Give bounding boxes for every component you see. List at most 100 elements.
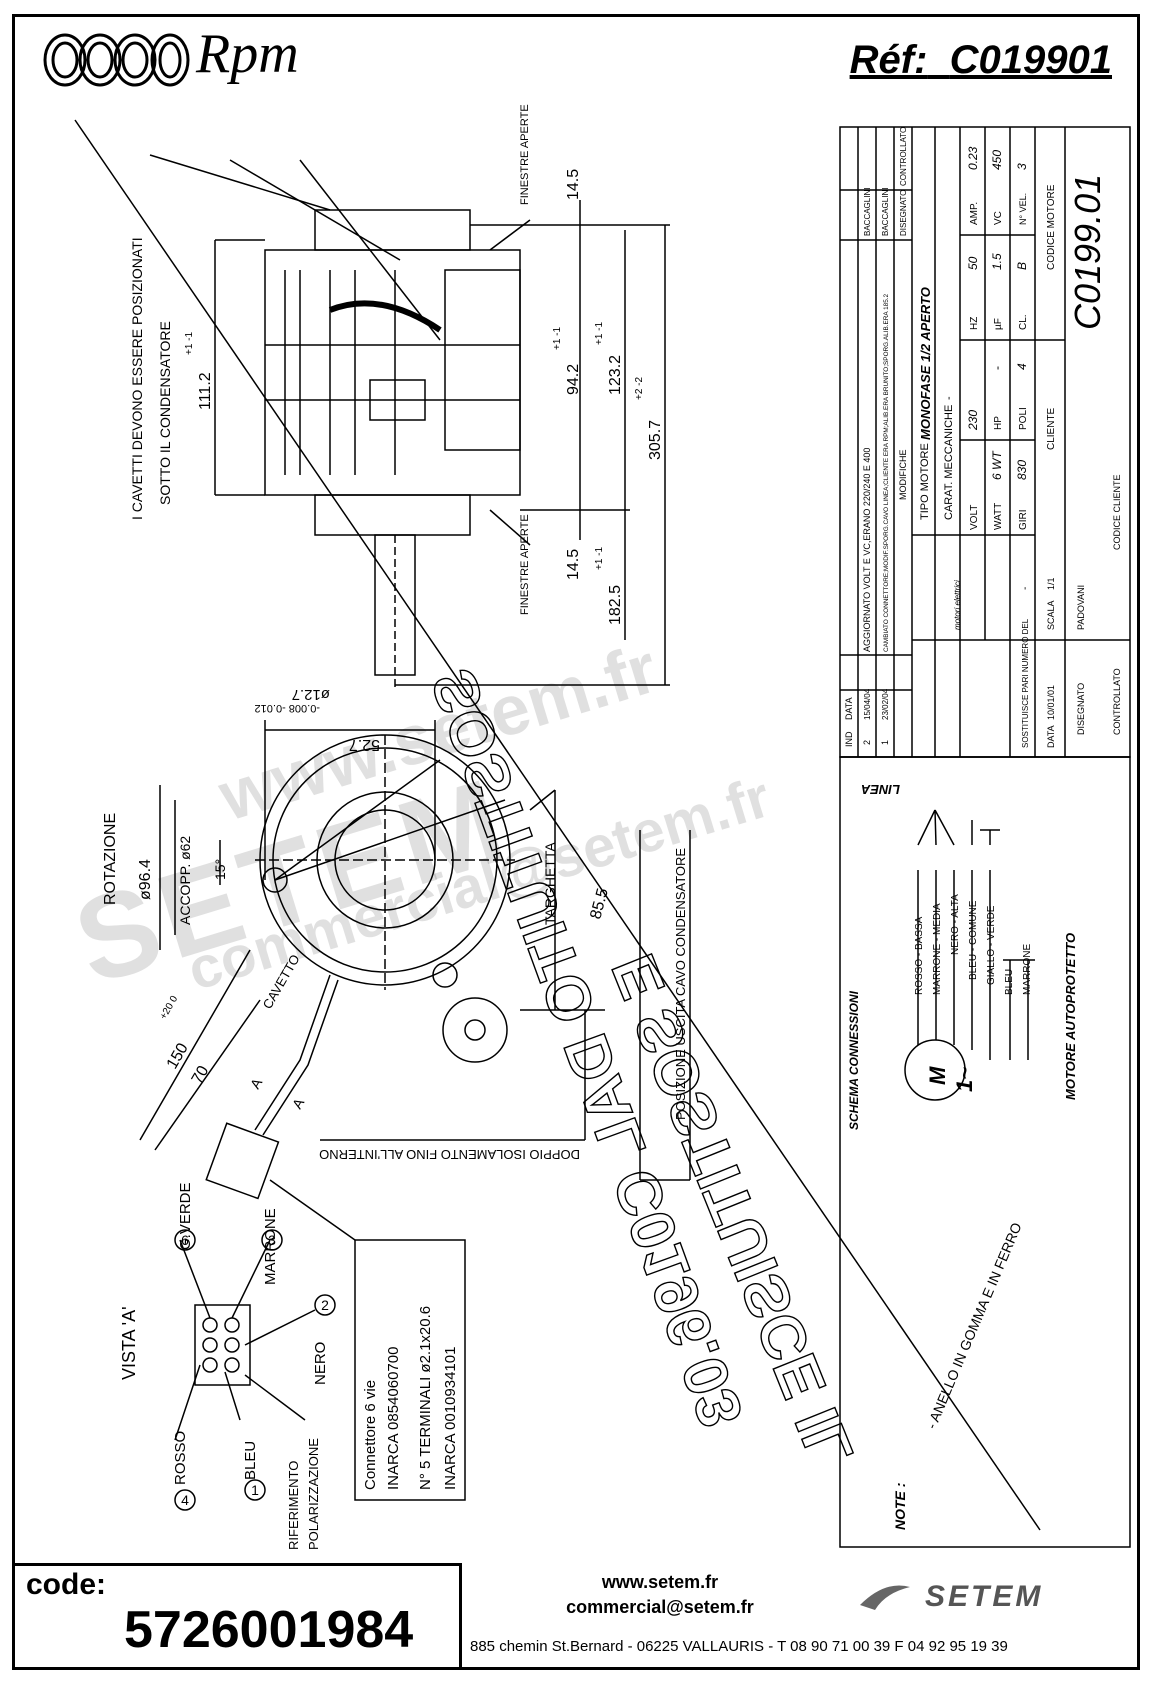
note-text: - ANELLO IN GOMMA E IN FERRO	[923, 1220, 1025, 1431]
polarization-1: RIFERIMENTO	[286, 1461, 301, 1550]
dim-182-tol: +1 -1	[594, 546, 605, 570]
pin-3: 3	[268, 1232, 276, 1248]
tb-rev-2-mod: AGGIORNATO VOLT E VC,ERANO 220/240 E 400	[862, 448, 872, 652]
tb-amp-value: 0.23	[966, 146, 980, 170]
dim-96: ø96.4	[137, 859, 154, 900]
dim-14-bottom: 14.5	[565, 549, 582, 580]
contact-block: www.setem.fr commercial@setem.fr	[470, 1572, 850, 1618]
code-label: code:	[26, 1568, 107, 1601]
cable-note-2: SOTTO IL CONDENSATORE	[157, 321, 173, 505]
schema-wire-2: NERO - ALTA	[950, 894, 961, 955]
tb-scala-value: 1/1	[1046, 577, 1056, 590]
reference-value: C019901	[949, 38, 1112, 82]
dim-111-tol: +1 -1	[184, 331, 195, 355]
code-value: 5726001984	[124, 1601, 414, 1659]
address: 885 chemin St.Bernard - 06225 VALLAURIS …	[470, 1638, 1008, 1655]
tb-vel-label: N° VEL.	[1018, 193, 1028, 225]
schema-wire-4: GIALLO - VERDE	[986, 905, 997, 985]
tb-hp-label: HP	[993, 416, 1004, 430]
tb-carat-value: -	[943, 396, 955, 400]
dim-305-tol: +2 -2	[634, 376, 645, 400]
cable-note-1: I CAVETTI DEVONO ESSERE POSIZIONATI	[129, 237, 145, 520]
tb-hz-label: HZ	[969, 317, 980, 330]
tb-col-disegnato: DISEGNATO	[899, 190, 908, 236]
wire-marrone: MARRONE	[262, 1208, 279, 1285]
schema-title: SCHEMA CONNESSIONI	[847, 990, 861, 1130]
double-insulation-label: DOPPIO ISOLAMENTO FINO ALL'INTERNO	[319, 1147, 580, 1162]
connector-line-2: INARCA 0854060700	[385, 1347, 402, 1490]
targhetta-label: TARGHETTA	[542, 842, 558, 925]
tb-tipo-motore-label: TIPO MOTORE	[919, 443, 931, 520]
connector-note-box	[354, 1239, 466, 1501]
tb-cl-label: CL.	[1018, 314, 1029, 330]
dim-14-top: 14.5	[565, 169, 582, 200]
dim-182: 182.5	[607, 585, 624, 625]
tb-hz-value: 50	[966, 256, 980, 270]
dim-123: 123.2	[607, 355, 624, 395]
schema-motor-phase: 1~	[952, 1067, 977, 1092]
section-a-2: A	[289, 1095, 308, 1112]
tb-col-modifiche: MODIFICHE	[898, 450, 908, 501]
schema-wire-3: BLEU - COMUNE	[968, 900, 979, 980]
email-link[interactable]: commercial@setem.fr	[566, 1597, 754, 1617]
dim-111: 111.2	[197, 372, 214, 410]
tb-codice-cliente-label: CODICE CLIENTE	[1112, 474, 1122, 550]
tb-watt-value: 6 WT	[990, 450, 1004, 480]
tb-watt-label: WATT	[993, 503, 1004, 530]
tb-volt-value: 230	[966, 410, 980, 431]
reference: Réf: C019901	[850, 38, 1112, 83]
tb-disegnato-value: PADOVANI	[1076, 585, 1086, 630]
accopp-label: ACCOPP. ø62	[177, 836, 193, 925]
tb-cliente-label: CLIENTE	[1046, 407, 1057, 450]
tb-codice-motore-label: CODICE MOTORE	[1046, 184, 1057, 270]
connector-line-1: Connettore 6 vie	[362, 1380, 379, 1490]
tb-col-ind: IND	[844, 731, 854, 747]
wire-gverde: G.VERDE	[177, 1182, 194, 1250]
windows-open-top: FINESTRE APERTE	[519, 104, 531, 205]
setem-swoosh-icon	[855, 1575, 915, 1620]
drawing-sheet	[12, 14, 1140, 1670]
dim-70: 70	[189, 1063, 213, 1087]
schema-motor-m: M	[925, 1066, 950, 1085]
schema-wire-0: ROSSO - BASSA	[914, 916, 925, 995]
schema-autoprotetto: MOTORE AUTOPROTETTO	[1063, 933, 1078, 1100]
schema-wire-6: MARRONE	[1022, 944, 1033, 995]
connector-body	[194, 1304, 251, 1386]
dim-150: 150	[164, 1040, 192, 1072]
wire-nero: NERO	[312, 1342, 329, 1385]
dim-94-tol: +1 -1	[552, 326, 563, 350]
position-cable-label: POSIZIONE USCITA CAVO CONDENSATORE	[673, 848, 688, 1120]
polarization-2: POLARIZZAZIONE	[306, 1438, 321, 1550]
tb-col-controllato: CONTROLLATO	[899, 127, 908, 186]
wire-bleu: BLEU	[242, 1441, 259, 1480]
connector-line-3: N° 5 TERMINALI ø2.1x20.6	[417, 1306, 434, 1490]
pin-6: 6	[181, 1232, 189, 1248]
tb-rpm-sub: motori elettrici	[953, 580, 962, 630]
pin-4: 4	[181, 1492, 189, 1508]
tb-cl-value: B	[1015, 262, 1029, 270]
tb-poli-value: 4	[1015, 363, 1029, 370]
tb-sostituisce-label: SOSTITUISCE PARI NUMERO DEL	[1021, 618, 1030, 748]
tb-uf-value: 1.5	[990, 253, 1004, 270]
code-box	[12, 1563, 462, 1670]
tb-giri-value: 830	[1015, 460, 1029, 480]
vista-a-label: VISTA 'A'	[119, 1306, 139, 1380]
angle-15: 15°	[212, 859, 228, 880]
tb-data-value: 10/01/01	[1046, 685, 1056, 720]
tb-uf-label: µF	[993, 318, 1004, 330]
dim-85: 85.5	[587, 886, 612, 921]
motor-shaft	[374, 534, 416, 676]
tb-tipo-motore-value: MONOFASE 1/2 APERTO	[918, 287, 933, 440]
tb-disegnato-label: DISEGNATO	[1076, 683, 1086, 735]
setem-logo: SETEM	[925, 1580, 1044, 1613]
pin-1: 1	[251, 1482, 259, 1498]
rpm-logo-icon	[40, 30, 190, 95]
tb-carat-label: CARAT. MECCANICHE	[943, 405, 955, 520]
pin-2: 2	[321, 1297, 329, 1313]
website-link[interactable]: www.setem.fr	[601, 1572, 719, 1592]
tb-hp-value: -	[990, 366, 1004, 370]
tb-volt-label: VOLT	[969, 505, 980, 530]
tb-codice-motore-value: C0199.01	[1067, 174, 1108, 330]
tb-rev-2-date: 15/04/04	[863, 688, 872, 720]
